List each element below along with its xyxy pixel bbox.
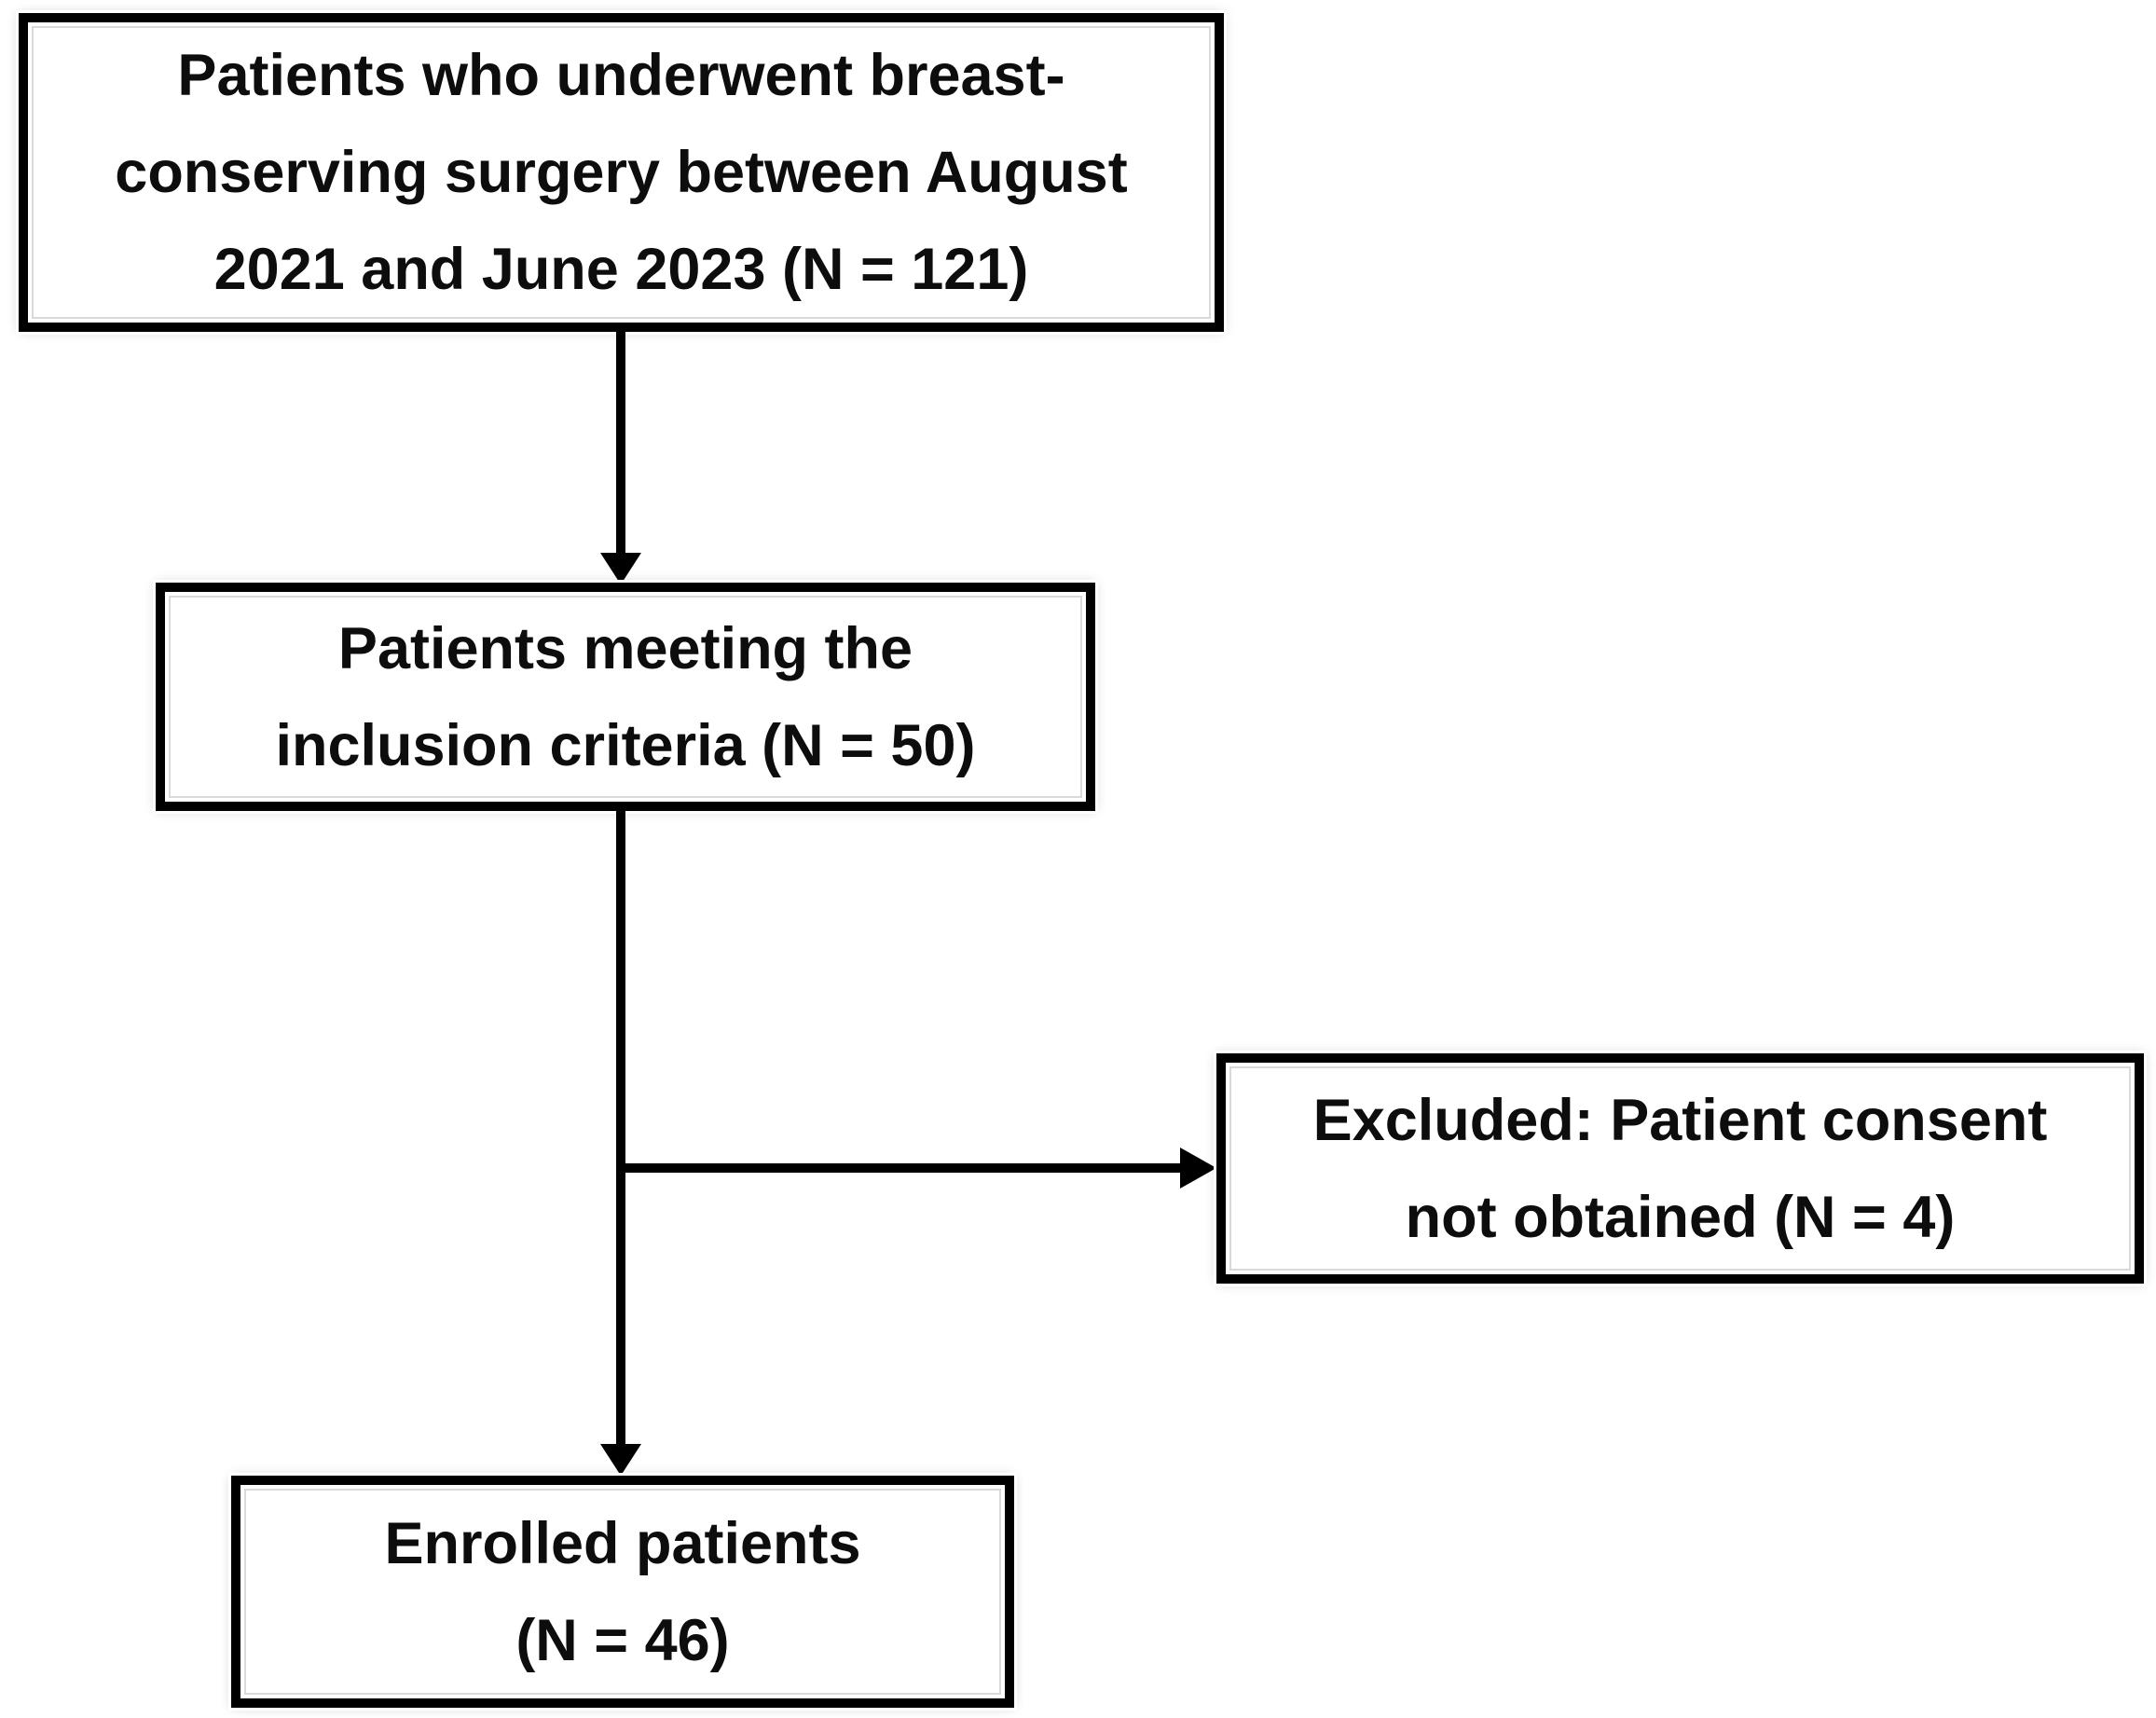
arrowhead-right-excluded-icon bbox=[1180, 1148, 1216, 1189]
flow-box-excluded: Excluded: Patient consent not obtained (… bbox=[1216, 1053, 2144, 1284]
flow-box-cohort-line-1: Patients who underwent breast- bbox=[177, 43, 1065, 108]
flow-box-excluded-line-1: Excluded: Patient consent bbox=[1312, 1087, 2048, 1153]
arrowhead-down-inclusion-icon bbox=[600, 553, 641, 584]
connector-inclusion-to-enrolled bbox=[616, 811, 625, 1445]
arrowhead-down-enrolled-icon bbox=[600, 1444, 641, 1476]
flow-box-cohort: Patients who underwent breast- conservin… bbox=[19, 13, 1224, 332]
flow-box-enrolled-line-1: Enrolled patients bbox=[384, 1510, 861, 1576]
flow-box-enrolled-line-2: (N = 46) bbox=[515, 1607, 730, 1673]
connector-inclusion-to-excluded bbox=[616, 1163, 1180, 1173]
flow-box-cohort-line-2: conserving surgery between August bbox=[115, 140, 1128, 205]
flow-box-excluded-line-2: not obtained (N = 4) bbox=[1405, 1184, 1956, 1250]
connector-cohort-to-inclusion bbox=[616, 332, 625, 554]
flow-box-inclusion: Patients meeting the inclusion criteria … bbox=[156, 583, 1095, 811]
flow-box-inclusion-line-2: inclusion criteria (N = 50) bbox=[275, 712, 976, 778]
flow-box-inclusion-line-1: Patients meeting the bbox=[337, 615, 913, 681]
flow-box-cohort-line-3: 2021 and June 2023 (N = 121) bbox=[213, 237, 1029, 302]
flow-box-enrolled: Enrolled patients (N = 46) bbox=[231, 1476, 1014, 1708]
